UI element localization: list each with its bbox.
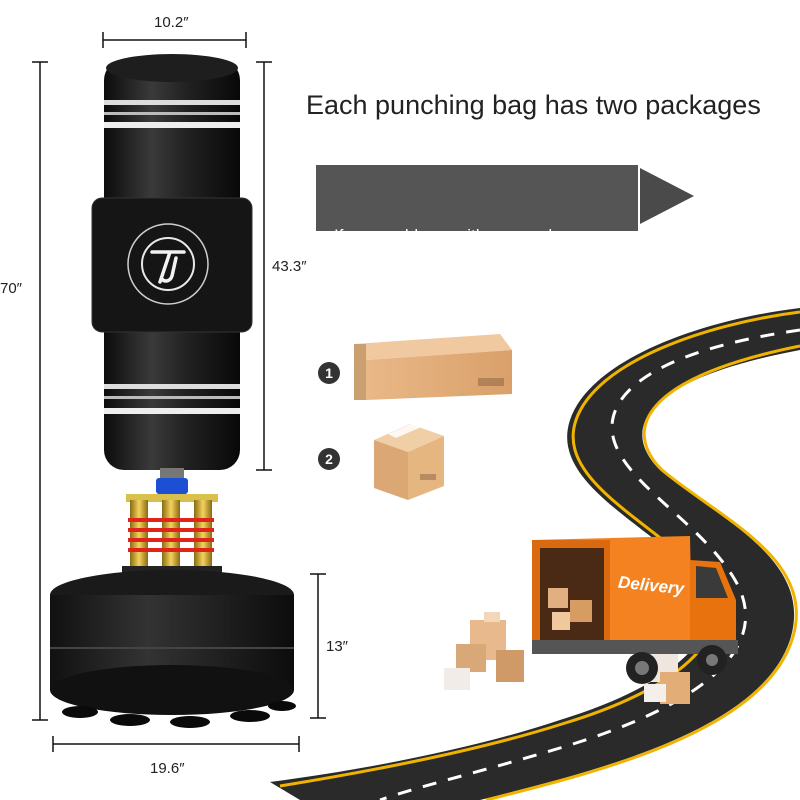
contact-banner-line-1: If any problems with your order, [334, 226, 572, 245]
contact-banner-line-2: please contact us at any time [334, 298, 559, 317]
dimension-bag-height: 43.3″ [272, 258, 307, 275]
dimension-top-width: 10.2″ [154, 14, 189, 31]
contact-banner-text: If any problems with your order, please … [334, 176, 571, 344]
punching-bag [91, 54, 253, 470]
package-1-long-box [354, 334, 512, 400]
dimension-lines [32, 32, 326, 752]
package-2-small-box [374, 420, 444, 500]
delivery-truck [532, 536, 738, 684]
parcels-pile [444, 612, 690, 704]
arrow-right-icon [640, 168, 694, 224]
package-number-1: 1 [318, 362, 340, 384]
brand-logo-icon [127, 223, 209, 305]
dimension-base-width: 19.6″ [150, 760, 185, 777]
dimension-base-height: 13″ [326, 638, 348, 655]
spring-assembly [122, 468, 222, 576]
weighted-base [50, 570, 296, 728]
dimension-total-height: 70″ [0, 280, 22, 297]
contact-banner [316, 165, 638, 231]
package-number-2: 2 [318, 448, 340, 470]
headline: Each punching bag has two packages [306, 90, 761, 120]
